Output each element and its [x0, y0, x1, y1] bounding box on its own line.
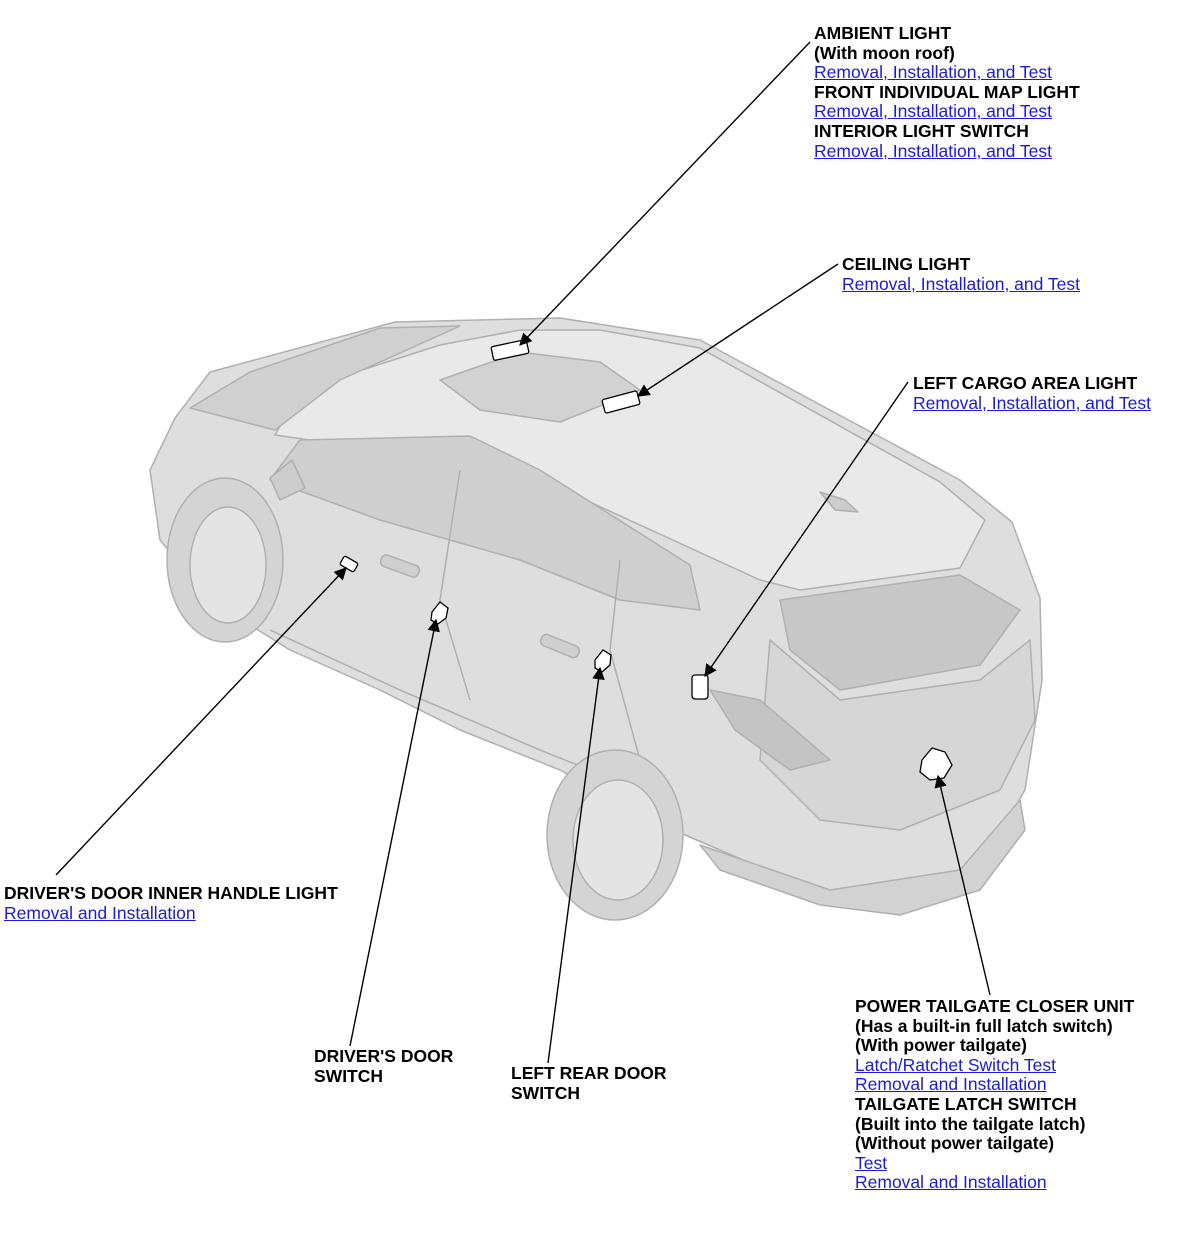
tailgate-latch-switch-removal-link[interactable]: Removal and Installation — [855, 1172, 1047, 1193]
callout-inner-handle-light: DRIVER'S DOOR INNER HANDLE LIGHT Removal… — [4, 883, 338, 923]
rear-door-switch-line1: LEFT REAR DOOR — [511, 1063, 667, 1083]
tailgate-latch-switch-note1: (Built into the tailgate latch) — [855, 1113, 1086, 1134]
inner-handle-light-link[interactable]: Removal and Installation — [4, 902, 196, 923]
ambient-light-title: AMBIENT LIGHT — [814, 23, 952, 43]
antenna — [819, 491, 859, 513]
front-door-handle — [379, 554, 421, 578]
tailgate-latch-switch-test-link[interactable]: Test — [855, 1152, 888, 1173]
driver-door-switch-line1: DRIVER'S DOOR — [314, 1046, 454, 1066]
cargo-light-link[interactable]: Removal, Installation, and Test — [913, 392, 1152, 413]
front-map-light-link[interactable]: Removal, Installation, and Test — [814, 101, 1053, 122]
side-windows — [269, 435, 701, 611]
hood — [189, 325, 461, 431]
leader-ambient — [519, 41, 811, 346]
tailgate-closer-removal-link[interactable]: Removal and Installation — [855, 1074, 1047, 1095]
ambient-light-link[interactable]: Removal, Installation, and Test — [814, 62, 1053, 83]
rear-door-handle — [539, 633, 581, 659]
leader-lines — [55, 41, 991, 1064]
ceiling-light-title: CEILING LIGHT — [842, 254, 971, 274]
leader-driver-switch — [349, 618, 440, 1047]
inner-handle-light-title: DRIVER'S DOOR INNER HANDLE LIGHT — [4, 883, 338, 903]
callout-ambient-light: AMBIENT LIGHT (With moon roof) Removal, … — [814, 23, 1080, 161]
cargo-light-marker — [691, 674, 709, 700]
latch-ratchet-switch-test-link[interactable]: Latch/Ratchet Switch Test — [855, 1054, 1057, 1075]
tail-light — [709, 689, 831, 771]
rear-wheel-rim — [572, 779, 664, 901]
interior-light-switch-title: INTERIOR LIGHT SWITCH — [814, 120, 1029, 141]
tailgate-latch-switch-title: TAILGATE LATCH SWITCH — [855, 1093, 1077, 1114]
driver-door-switch-line2: SWITCH — [314, 1065, 384, 1086]
rear-door-switch-line2: SWITCH — [511, 1082, 581, 1103]
leader-ceiling — [636, 263, 839, 397]
leader-rear-switch — [547, 666, 605, 1064]
rear-bumper — [699, 799, 1026, 916]
tailgate — [759, 639, 1036, 831]
callout-ceiling-light: CEILING LIGHT Removal, Installation, and… — [842, 254, 1081, 294]
leader-handle — [55, 567, 347, 876]
leader-cargo — [704, 381, 909, 678]
ceiling-light-link[interactable]: Removal, Installation, and Test — [842, 273, 1081, 294]
ambient-light-note: (With moon roof) — [814, 42, 955, 63]
rear-window — [779, 574, 1021, 691]
callout-tailgate: POWER TAILGATE CLOSER UNIT (Has a built-… — [855, 996, 1135, 1193]
callout-cargo-light: LEFT CARGO AREA LIGHT Removal, Installat… — [913, 373, 1152, 413]
leader-tailgate — [934, 774, 991, 996]
tailgate-latch-switch-note2: (Without power tailgate) — [855, 1133, 1055, 1154]
tailgate-closer-note2: (With power tailgate) — [855, 1035, 1027, 1056]
tailgate-closer-marker — [919, 747, 953, 781]
interior-light-switch-link[interactable]: Removal, Installation, and Test — [814, 140, 1053, 161]
car-roof — [274, 329, 986, 591]
callout-rear-door-switch: LEFT REAR DOOR SWITCH — [511, 1063, 667, 1103]
front-wheel-rim — [189, 506, 267, 624]
tailgate-closer-note1: (Has a built-in full latch switch) — [855, 1015, 1113, 1036]
door-seam — [439, 469, 641, 761]
tailgate-closer-title: POWER TAILGATE CLOSER UNIT — [855, 996, 1135, 1016]
cargo-light-title: LEFT CARGO AREA LIGHT — [913, 373, 1138, 393]
ceiling-light-marker — [601, 390, 641, 414]
callout-driver-door-switch: DRIVER'S DOOR SWITCH — [314, 1046, 454, 1086]
side-mirror — [269, 459, 306, 501]
front-map-light-title: FRONT INDIVIDUAL MAP LIGHT — [814, 81, 1080, 102]
vehicle-illustration — [149, 317, 1043, 921]
